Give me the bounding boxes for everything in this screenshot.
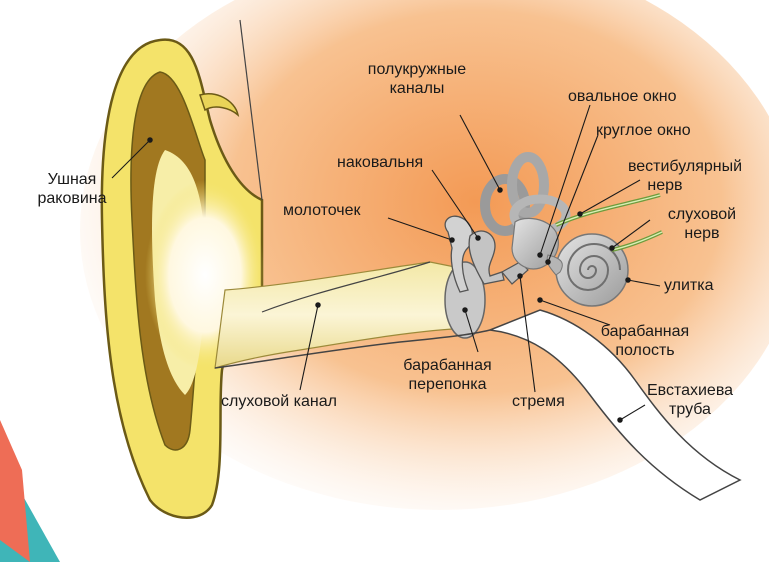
label-eardrum-line2: перепонка — [390, 375, 505, 394]
label-eustachian-line1: Евстахиева — [630, 381, 750, 400]
label-vestibular-nerve: вестибулярный нерв — [610, 157, 760, 195]
arrowhead-auricle — [148, 138, 152, 142]
arrowhead-hammer — [450, 238, 454, 242]
label-vestibular-line1: вестибулярный — [610, 157, 760, 176]
label-eardrum-line1: барабанная — [390, 356, 505, 375]
label-anvil: наковальня — [337, 153, 423, 172]
label-tympanic-cavity: барабанная полость — [590, 322, 700, 360]
label-semicircular-line1: полукружные — [352, 60, 482, 79]
label-round-window: круглое окно — [596, 121, 691, 140]
arrowhead-cochlea — [626, 278, 630, 282]
arrowhead-eardrum — [463, 308, 467, 312]
label-auricle-line1: Ушная — [28, 170, 116, 189]
arrowhead-ear-canal — [316, 303, 320, 307]
label-eustachian-line2: труба — [630, 400, 750, 419]
label-auricle-line2: раковина — [28, 189, 116, 208]
label-tympanic-cavity-line1: барабанная — [590, 322, 700, 341]
label-tympanic-cavity-line2: полость — [590, 341, 700, 360]
arrowhead-round-window — [546, 260, 550, 264]
label-hammer: молоточек — [283, 201, 361, 220]
label-stirrup: стремя — [512, 392, 565, 411]
label-eardrum: барабанная перепонка — [390, 356, 505, 394]
label-auditory-nerve-line2: нерв — [652, 224, 752, 243]
label-semicircular-canals: полукружные каналы — [352, 60, 482, 98]
arrowhead-anvil — [476, 236, 480, 240]
arrowhead-eustachian — [618, 418, 622, 422]
label-cochlea: улитка — [664, 276, 714, 295]
arrowhead-semicircular — [498, 188, 502, 192]
arrowhead-vestibular — [578, 212, 582, 216]
label-auditory-nerve-line1: слуховой — [652, 205, 752, 224]
label-semicircular-line2: каналы — [352, 79, 482, 98]
arrowhead-tympanic-cavity — [538, 298, 542, 302]
label-vestibular-line2: нерв — [610, 176, 760, 195]
label-oval-window: овальное окно — [568, 87, 677, 106]
label-auditory-nerve: слуховой нерв — [652, 205, 752, 243]
corner-decoration-coral — [0, 420, 30, 562]
label-ear-canal: слуховой канал — [221, 392, 337, 411]
arrowhead-oval-window — [538, 253, 542, 257]
arrowhead-auditory-nerve — [610, 246, 614, 250]
arrowhead-stirrup — [518, 274, 522, 278]
label-eustachian-tube: Евстахиева труба — [630, 381, 750, 419]
label-auricle: Ушная раковина — [28, 170, 116, 208]
